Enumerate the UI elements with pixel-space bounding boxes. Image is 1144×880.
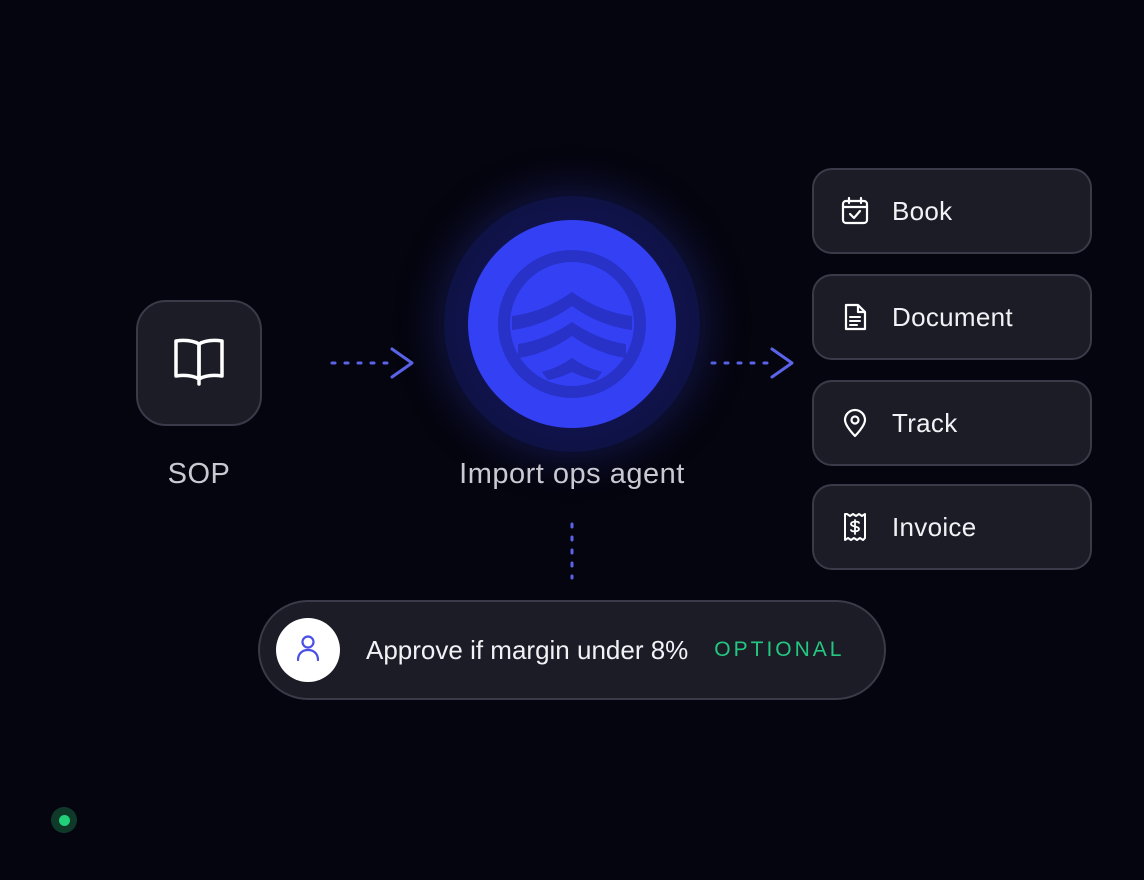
calendar-check-icon (840, 196, 870, 226)
agent-to-actions-arrow (710, 347, 794, 379)
status-dot (58, 814, 70, 826)
sop-to-agent-arrow (330, 347, 414, 379)
sop-label: SOP (167, 458, 231, 490)
book-open-icon (172, 336, 226, 391)
avatar (276, 618, 340, 682)
receipt-dollar-icon (840, 512, 870, 542)
file-text-icon (840, 302, 870, 332)
action-label: Invoice (892, 511, 977, 542)
agent-label: Import ops agent (459, 458, 685, 490)
action-label: Document (892, 301, 1013, 332)
action-label: Book (892, 195, 953, 226)
status-indicator (51, 807, 77, 833)
sop-node (136, 300, 262, 426)
user-icon (295, 633, 321, 668)
action-book[interactable]: Book (812, 168, 1092, 254)
approval-step[interactable]: Approve if margin under 8% OPTIONAL (258, 600, 886, 700)
action-track[interactable]: Track (812, 380, 1092, 466)
action-label: Track (892, 407, 958, 438)
approval-text: Approve if margin under 8% (366, 634, 689, 665)
map-pin-icon (840, 408, 870, 438)
agent-node (468, 220, 676, 428)
optional-badge: OPTIONAL (714, 638, 845, 661)
action-document[interactable]: Document (812, 274, 1092, 360)
action-invoice[interactable]: Invoice (812, 484, 1092, 570)
agent-chevrons-logo (468, 220, 676, 428)
